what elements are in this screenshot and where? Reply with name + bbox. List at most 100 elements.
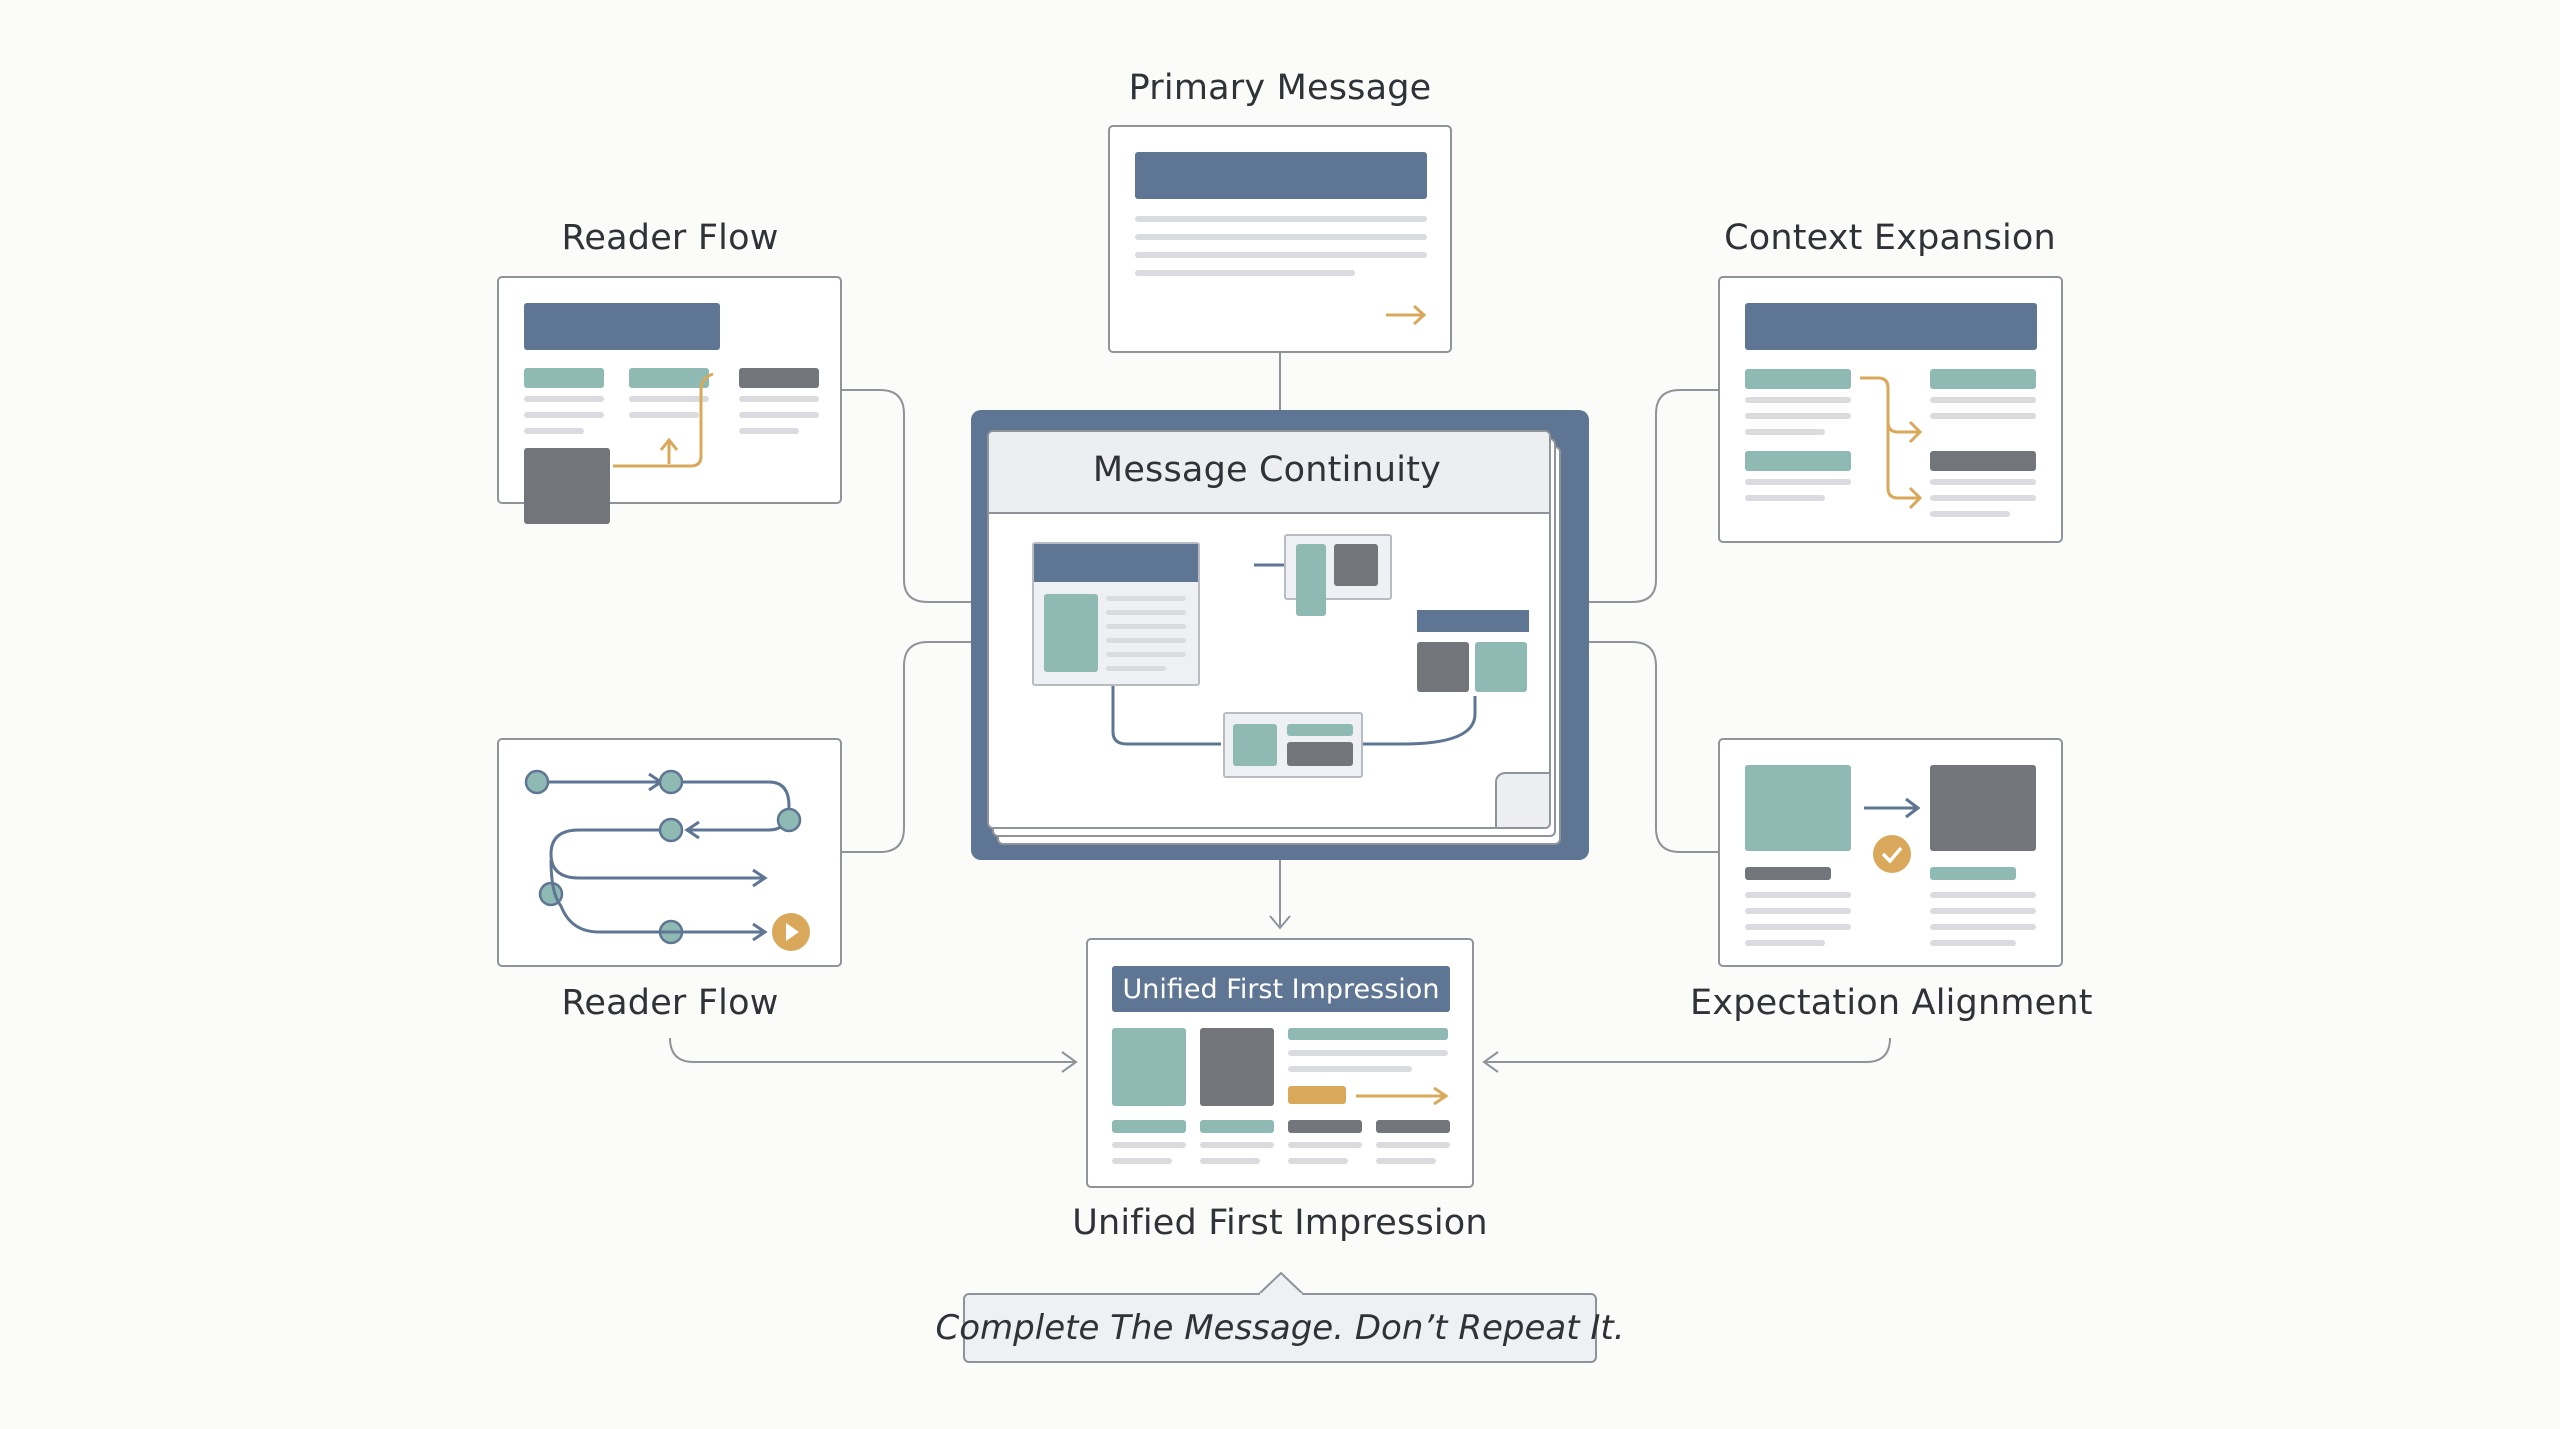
connector-expectation: [1588, 641, 1720, 853]
reader-flow-top-label: Reader Flow: [561, 218, 779, 258]
text-line: [629, 412, 699, 418]
unified-card-header: Unified First Impression: [1112, 966, 1450, 1012]
teal-block: [1930, 867, 2016, 880]
text-line: [1745, 413, 1851, 419]
text-line: [1745, 908, 1851, 914]
text-line: [1745, 495, 1825, 501]
text-line: [1930, 940, 2016, 946]
image-block: [524, 448, 610, 524]
connector-readerflow-unified: [669, 1037, 1074, 1063]
teal-block: [1745, 451, 1851, 471]
teal-block: [1288, 1028, 1448, 1040]
flow-arrow-icon: [613, 372, 714, 468]
text-line: [1930, 511, 2010, 517]
check-icon: [1873, 835, 1911, 873]
page-header: [989, 432, 1549, 514]
headline-bar: [1745, 303, 2037, 350]
text-line: [1930, 397, 2036, 403]
text-line: [1135, 270, 1355, 276]
teal-block: [524, 368, 604, 388]
teal-block: [1112, 1028, 1186, 1106]
teal-block: [629, 368, 709, 388]
text-line: [524, 396, 604, 402]
text-line: [1200, 1158, 1260, 1164]
gray-block: [1376, 1120, 1450, 1133]
context-expansion-card[interactable]: [1718, 276, 2063, 543]
arrow-right-icon: [1386, 304, 1427, 326]
teal-block: [1200, 1120, 1274, 1133]
arrowhead-right-icon: [1061, 1051, 1078, 1073]
content-panel-bottom: [1223, 712, 1363, 778]
primary-message-card[interactable]: [1108, 125, 1452, 353]
arrowhead-left-icon: [1482, 1051, 1499, 1073]
text-line: [1745, 892, 1851, 898]
gray-block: [1930, 451, 2036, 471]
text-line: [524, 412, 604, 418]
gray-block: [1288, 1120, 1362, 1133]
text-line: [524, 428, 584, 434]
text-line: [1930, 892, 2036, 898]
text-line: [739, 428, 799, 434]
connector-readerflow-top: [840, 389, 972, 603]
text-line: [1745, 924, 1851, 930]
branch-arrow-icon: [1860, 376, 1923, 510]
text-line: [739, 412, 819, 418]
text-line: [1288, 1158, 1348, 1164]
expectation-alignment-label: Expectation Alignment: [1690, 983, 2093, 1023]
gray-block: [739, 368, 819, 388]
text-line: [1288, 1142, 1362, 1148]
unified-first-impression-caption: Unified First Impression: [1072, 1203, 1488, 1243]
text-line: [739, 396, 819, 402]
arrowhead-down-icon: [1269, 915, 1291, 930]
text-line: [1930, 479, 2036, 485]
gray-block: [1930, 765, 2036, 851]
tagline-pointer-mask: [1260, 1293, 1302, 1297]
context-expansion-label: Context Expansion: [1724, 218, 2056, 258]
content-panel-top: [1284, 534, 1392, 616]
teal-block: [1112, 1120, 1186, 1133]
text-line: [1200, 1142, 1274, 1148]
text-line: [1288, 1050, 1448, 1056]
play-icon: [772, 913, 810, 951]
tagline-callout: Complete The Message. Don’t Repeat It.: [936, 1293, 1625, 1363]
page-fold-corner: [1495, 772, 1549, 827]
reader-flow-bottom-label: Reader Flow: [561, 983, 779, 1023]
arrow-right-icon: [1356, 1086, 1449, 1106]
gold-highlight: [1288, 1086, 1346, 1104]
teal-block: [1745, 369, 1851, 389]
text-line: [1135, 216, 1427, 222]
message-continuity-frame[interactable]: Message Continuity: [971, 410, 1589, 860]
text-line: [1745, 397, 1851, 403]
text-line: [1112, 1158, 1172, 1164]
gray-block: [1745, 867, 1831, 880]
gray-block: [1200, 1028, 1274, 1106]
text-line: [1288, 1066, 1412, 1072]
content-panel-left: [1032, 542, 1200, 686]
primary-message-label: Primary Message: [1128, 68, 1432, 108]
text-line: [1112, 1142, 1186, 1148]
connector-context: [1588, 389, 1720, 603]
connector-expectation-unified: [1486, 1037, 1891, 1063]
text-line: [1930, 924, 2036, 930]
reader-flow-bottom-card[interactable]: [497, 738, 842, 967]
text-line: [1135, 252, 1427, 258]
tagline-pointer: [1257, 1271, 1305, 1296]
text-line: [1930, 413, 2036, 419]
reader-flow-top-card[interactable]: [497, 276, 842, 524]
unified-first-impression-card[interactable]: Unified First Impression: [1086, 938, 1474, 1188]
reader-flow-path: [524, 769, 802, 945]
teal-block: [1745, 765, 1851, 851]
teal-block: [1930, 369, 2036, 389]
text-line: [1745, 429, 1825, 435]
text-line: [1745, 479, 1851, 485]
text-line: [1745, 940, 1825, 946]
text-line: [1376, 1142, 1450, 1148]
headline-bar: [1135, 152, 1427, 199]
expectation-alignment-card[interactable]: [1718, 738, 2063, 967]
arrow-right-icon: [1864, 797, 1921, 819]
text-line: [1135, 234, 1427, 240]
text-line: [1376, 1158, 1436, 1164]
text-line: [629, 396, 709, 402]
content-panel-right: [1417, 610, 1529, 702]
